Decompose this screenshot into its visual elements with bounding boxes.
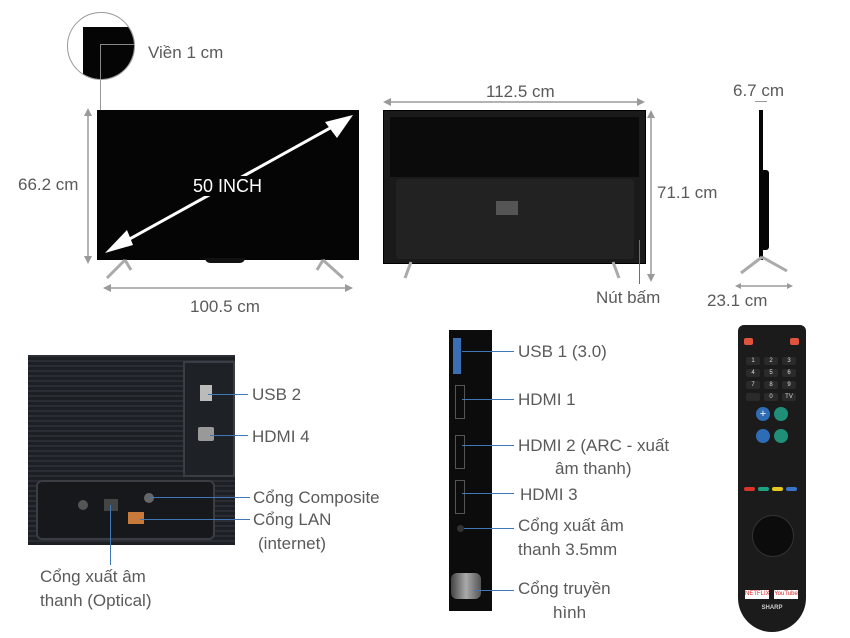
usb1-label: USB 1 (3.0) [518, 342, 607, 361]
netflix-key: NETFLIX [745, 590, 770, 599]
hdmi3-label: HDMI 3 [520, 485, 578, 504]
audio-label-line2: thanh 3.5mm [518, 540, 618, 559]
remote-key: TV [782, 393, 796, 401]
back-width-arrow [383, 98, 645, 106]
front-stand [105, 258, 345, 280]
back-width-label: 112.5 cm [486, 82, 555, 101]
hdmi1-label: HDMI 1 [518, 390, 576, 409]
optical-label-line2: thanh (Optical) [40, 591, 152, 610]
remote-key: 8 [764, 381, 778, 389]
remote-key: 2 [764, 357, 778, 365]
front-width-arrow [103, 284, 353, 292]
back-tv-panel [383, 110, 646, 264]
remote-key: 9 [782, 381, 796, 389]
remote-key: 0 [764, 393, 778, 401]
side-ports-photo [449, 330, 492, 611]
antenna-label-line2: hình [553, 603, 587, 622]
usb2-label: USB 2 [252, 385, 302, 404]
back-height-label: 71.1 cm [657, 183, 718, 202]
remote-key: 3 [782, 357, 796, 365]
remote-color-key [786, 487, 797, 491]
remote-brand-logo: SHARP [761, 605, 783, 611]
lan-label-line2: (internet) [258, 534, 327, 553]
front-height-arrow [84, 108, 92, 264]
antenna-label-line1: Cổng truyền [518, 579, 611, 598]
remote-key: 7 [746, 381, 760, 389]
side-depth-label: 6.7 cm [733, 81, 785, 100]
ch-up-icon [774, 407, 788, 421]
vol-up-icon: + [756, 407, 770, 421]
optical-label-line1: Cổng xuất âm [40, 567, 146, 586]
button-callout-line [639, 240, 640, 284]
front-width-label: 100.5 cm [190, 297, 260, 316]
vol-down-icon [756, 429, 770, 443]
hdmi2-label-line1: HDMI 2 (ARC - xuất [518, 436, 670, 455]
diagonal-label: 50 INCH [190, 176, 266, 196]
back-height-arrow [647, 110, 655, 282]
remote-key: 5 [764, 369, 778, 377]
lan-label-line1: Cổng LAN [253, 510, 332, 529]
side-stand-depth-label: 23.1 cm [707, 291, 768, 310]
button-label: Nút bấm [596, 288, 661, 307]
rear-ports-photo [28, 355, 235, 545]
remote-key: 1 [746, 357, 760, 365]
hdmi2-label-line2: âm thanh) [555, 459, 632, 478]
remote-color-key [758, 487, 769, 491]
back-stand [403, 261, 621, 279]
front-height-label: 66.2 cm [18, 175, 79, 194]
audio-label-line1: Cổng xuất âm [518, 516, 624, 535]
bezel-zoom-circle [67, 12, 135, 80]
hdmi4-label: HDMI 4 [252, 427, 310, 446]
ch-down-icon [774, 429, 788, 443]
youtube-key: YouTube [774, 590, 798, 599]
remote-color-key [744, 487, 755, 491]
side-stand [740, 255, 788, 275]
side-stand-arrow [735, 283, 793, 289]
nav-ring [752, 515, 794, 557]
remote-key: 6 [782, 369, 796, 377]
remote-color-key [772, 487, 783, 491]
bezel-label: Viền 1 cm [148, 43, 224, 62]
remote-key: 4 [746, 369, 760, 377]
remote-key [746, 393, 760, 401]
composite-label: Cổng Composite [253, 488, 380, 507]
